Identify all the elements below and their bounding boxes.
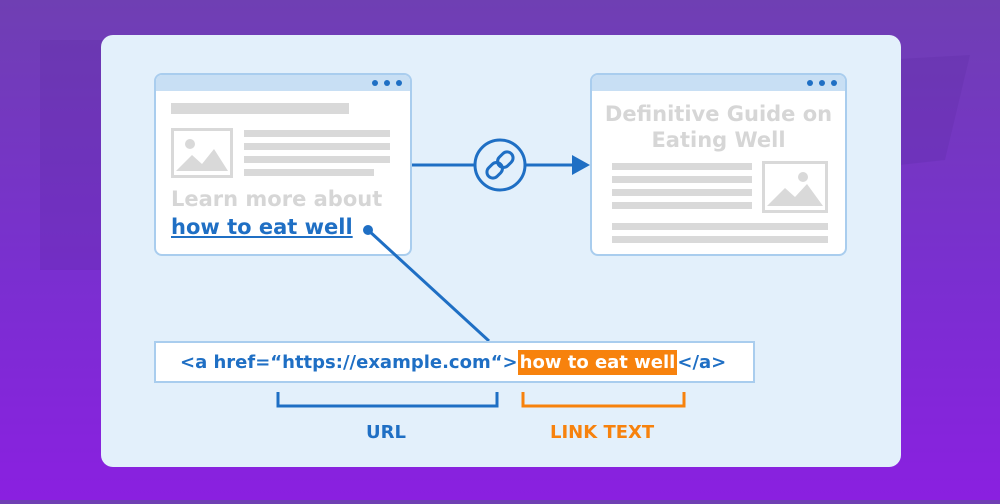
url-bracket xyxy=(276,392,499,408)
window-dots xyxy=(372,80,402,86)
bg-shape-left xyxy=(40,40,110,270)
destination-title-line2: Eating Well xyxy=(651,128,786,152)
placeholder-text-line xyxy=(244,156,390,163)
placeholder-text-line xyxy=(244,130,390,137)
image-placeholder-icon xyxy=(171,128,233,178)
placeholder-text-line xyxy=(244,169,374,176)
image-glyph xyxy=(767,172,823,206)
code-link-text-highlight: how to eat well xyxy=(517,349,678,375)
destination-title-line1: Definitive Guide on xyxy=(604,102,833,126)
placeholder-text-line xyxy=(244,143,390,150)
placeholder-text-line xyxy=(612,189,752,196)
anchor-link[interactable]: how to eat well xyxy=(171,215,353,239)
chain-link-icon xyxy=(473,138,527,192)
window-dots xyxy=(807,80,837,86)
placeholder-text-line xyxy=(612,202,752,209)
arrow-head xyxy=(572,155,590,175)
image-placeholder-icon xyxy=(762,161,828,213)
url-label: URL xyxy=(366,422,406,443)
link-text-bracket xyxy=(521,392,686,408)
link-text-label: LINK TEXT xyxy=(550,422,655,443)
bg-shape-right xyxy=(880,55,970,165)
placeholder-text-line xyxy=(612,163,752,170)
code-prefix: <a href=“https://example.com“> xyxy=(180,351,518,373)
source-page-window: Learn more about how to eat well xyxy=(154,73,412,256)
window-title-bar xyxy=(156,75,410,91)
image-glyph xyxy=(176,139,228,171)
code-suffix: </a> xyxy=(677,351,727,373)
window-title-bar xyxy=(592,75,845,91)
destination-page-title: Definitive Guide on Eating Well xyxy=(592,101,845,153)
html-anchor-code: <a href=“https://example.com“>how to eat… xyxy=(154,341,755,383)
link-pointer-line xyxy=(366,228,491,343)
placeholder-text-line xyxy=(612,236,828,243)
placeholder-text-line xyxy=(612,223,828,230)
placeholder-text-line xyxy=(612,176,752,183)
source-page-text: Learn more about xyxy=(171,187,383,211)
destination-page-window: Definitive Guide on Eating Well xyxy=(590,73,847,256)
placeholder-heading-line xyxy=(171,103,349,114)
